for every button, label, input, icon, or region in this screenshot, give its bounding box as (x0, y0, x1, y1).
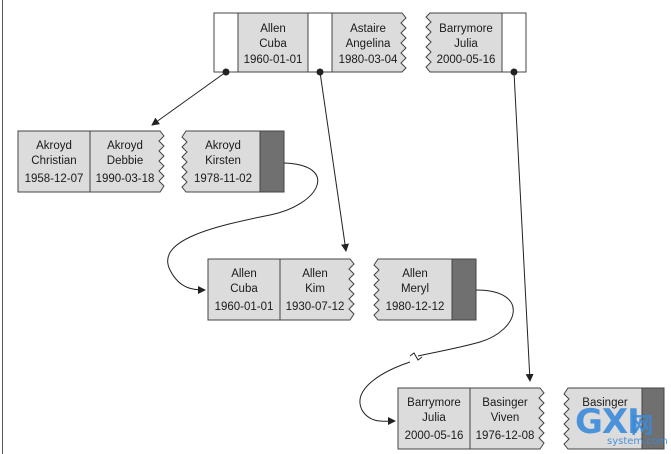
watermark-cn-text: 网 (631, 414, 654, 439)
root-entry2-line1: Astaire (350, 23, 386, 35)
leaf-node-barrymore: Barrymore Julia 2000-05-16 Basinger Vive… (397, 387, 665, 450)
root-entry1-line2: Cuba (259, 38, 287, 50)
connectors (151, 71, 534, 426)
leaf-entry-cell (279, 258, 355, 321)
leaf-node-allen: Allen Cuba 1960-01-01 Allen Kim 1930-07-… (207, 258, 477, 321)
leaf2-entry1-line2: Cuba (230, 283, 258, 295)
root-entry1-line3: 1960-01-01 (244, 54, 303, 66)
leaf2-entry3-line1: Allen (402, 268, 428, 280)
leaf2-entry2-line2: Kim (305, 283, 325, 295)
leaf3-entry1-line1: Barrymore (407, 397, 461, 409)
next-leaf-link (167, 162, 319, 294)
child-pointer-arrow (319, 71, 349, 252)
leaf-next-pointer-slot (451, 258, 477, 321)
root-left-pointer-slot (213, 12, 239, 73)
root-entry2-line3: 1980-03-04 (339, 54, 398, 66)
leaf3-entry1-line3: 2000-05-16 (405, 430, 464, 442)
root-right-pointer-slot (501, 12, 527, 73)
leaf3-entry2-line2: Viven (491, 412, 520, 424)
leaf2-entry2-line3: 1930-07-12 (286, 301, 345, 313)
next-leaf-link (359, 361, 411, 426)
root-entry2-line2: Angelina (346, 38, 391, 50)
link-break-squiggle (409, 352, 423, 361)
leaf-entry-cell (89, 130, 165, 193)
leaf3-entry3-line1: Basinger (582, 397, 628, 409)
watermark-main-text: GXI (575, 402, 640, 442)
leaf1-entry1-line2: Christian (31, 155, 76, 167)
leaf2-entry1-line3: 1960-01-01 (215, 301, 274, 313)
root-node: Allen Cuba 1960-01-01 Astaire Angelina 1… (213, 12, 527, 76)
root-entry-cell (331, 12, 407, 73)
leaf-entry-cell (17, 130, 91, 193)
leaf1-entry2-line2: Debbie (107, 155, 143, 167)
watermark-logo: GXI 网 system.com (569, 402, 668, 452)
leaf-entry-cell (207, 258, 281, 321)
leaf-next-pointer-slot (641, 387, 665, 450)
leaf-node-akroyd: Akroyd Christian 1958-12-07 Akroyd Debbi… (17, 130, 285, 193)
leaf2-entry3-line3: 1980-12-12 (386, 301, 445, 313)
root-pointer-slot (307, 12, 333, 73)
root-entry-cell (425, 12, 503, 73)
root-entry3-line2: Julia (454, 38, 478, 50)
leaf-entry-cell (563, 387, 643, 450)
leaf1-entry1-line1: Akroyd (36, 140, 72, 152)
leaf2-entry2-line1: Allen (302, 268, 328, 280)
child-pointer-arrow (513, 71, 534, 382)
leaf-next-pointer-slot (259, 130, 285, 193)
next-leaf-link (417, 289, 514, 357)
leaf1-entry3-line1: Akroyd (205, 140, 241, 152)
leaf-entry-cell (469, 387, 545, 450)
leaf1-entry2-line3: 1990-03-18 (96, 173, 155, 185)
leaf1-entry3-line2: Kirsten (205, 155, 241, 167)
root-entry1-line1: Allen (260, 23, 286, 35)
leaf1-entry3-line3: 1978-11-02 (194, 173, 252, 185)
leaf3-entry1-line2: Julia (422, 412, 446, 424)
watermark-sub-text: system.com (607, 436, 668, 447)
leaf3-entry2-line3: 1976-12-08 (476, 430, 535, 442)
leaf2-entry3-line2: Meryl (401, 283, 429, 295)
leaf-entry-cell (181, 130, 261, 193)
root-entry3-line3: 2000-05-16 (437, 54, 496, 66)
leaf2-entry1-line1: Allen (231, 268, 257, 280)
leaf1-entry2-line1: Akroyd (107, 140, 143, 152)
leaf-entry-cell (373, 258, 453, 321)
root-entry3-line1: Barrymore (439, 23, 493, 35)
leaf3-entry2-line1: Basinger (482, 397, 528, 409)
root-entry-cell (237, 12, 309, 73)
child-pointer-arrow (151, 71, 227, 126)
leaf1-entry1-line3: 1958-12-07 (25, 173, 84, 185)
left-border-line (2, 0, 3, 454)
